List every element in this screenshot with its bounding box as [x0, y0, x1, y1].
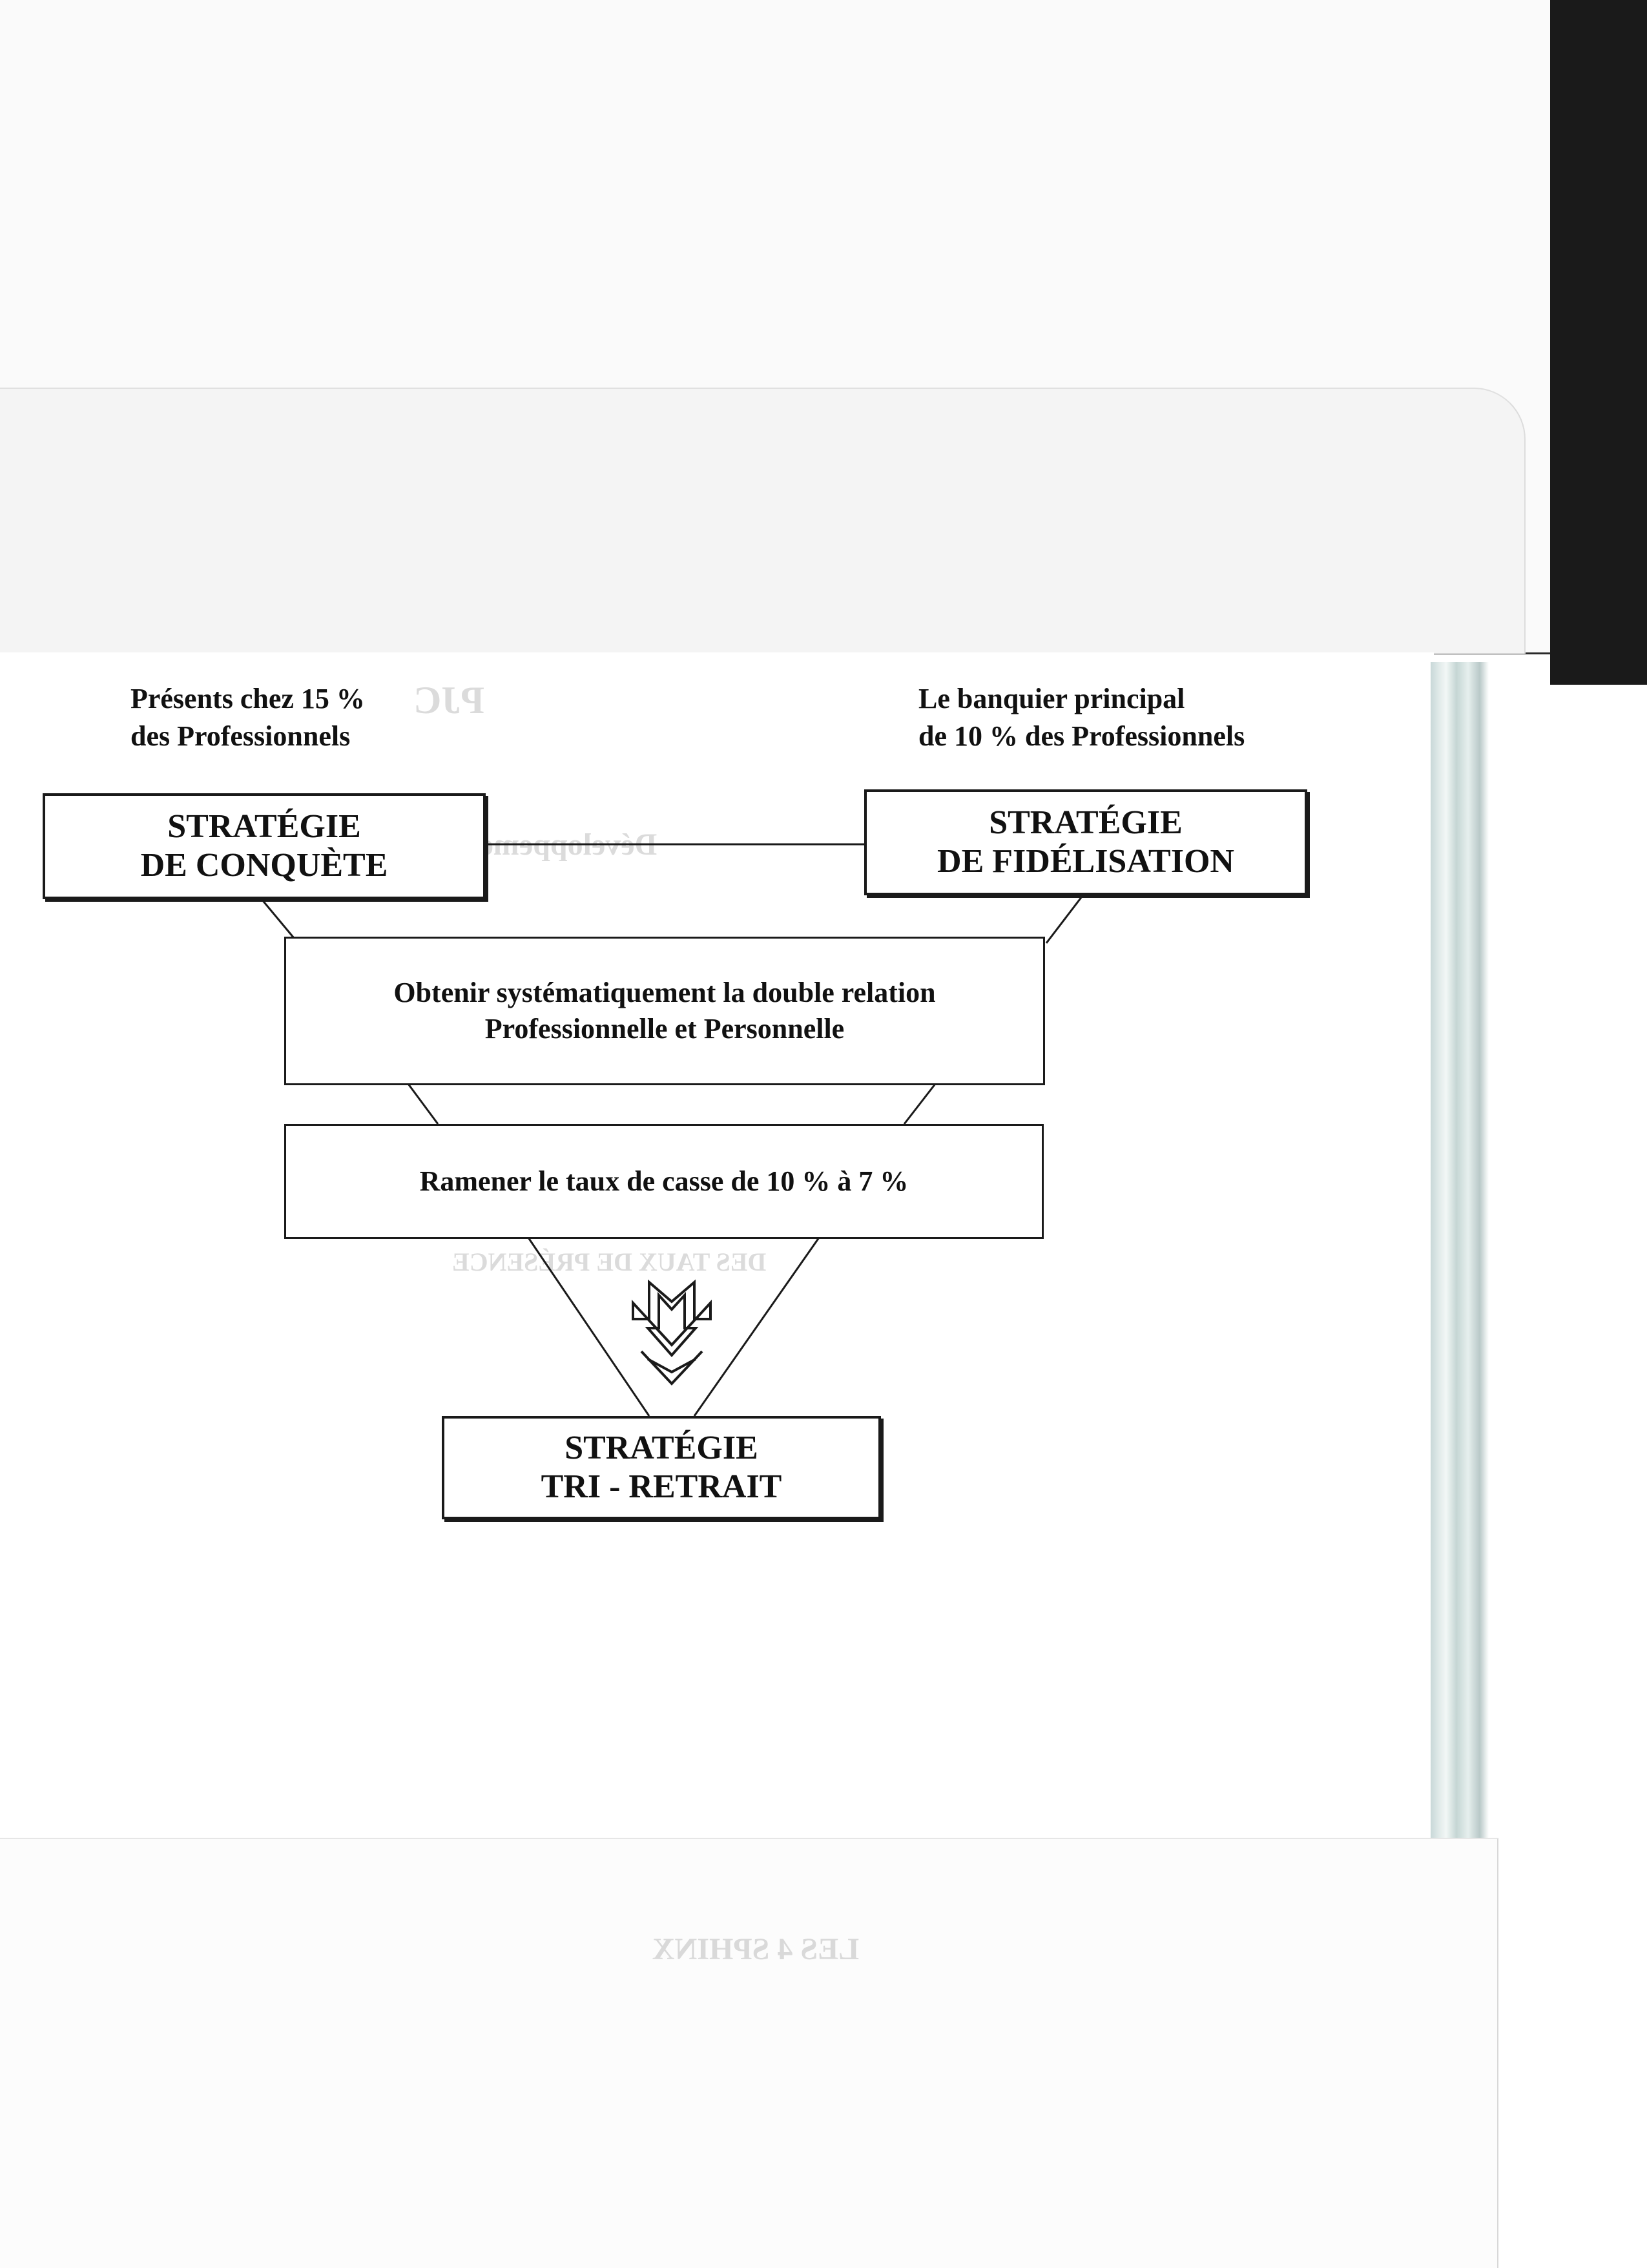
- funnel-left-slope: [527, 1237, 650, 1417]
- paper-sheet-bottom: [0, 1838, 1498, 2268]
- strategy-tri-retrait-box: STRATÉGIE TRI - RETRAIT: [442, 1416, 881, 1519]
- double-relation-box: Obtenir systématiquement la double relat…: [284, 937, 1045, 1085]
- page-stack-edge: [1431, 662, 1489, 1838]
- strategy-title: STRATÉGIE: [989, 804, 1183, 841]
- funnel-right-slope: [903, 1083, 937, 1125]
- fidelisation-note-line: de 10 % des Professionnels: [918, 720, 1245, 752]
- strategy-fidelisation-box: STRATÉGIE DE FIDÉLISATION: [864, 789, 1307, 895]
- fidelisation-note-line: Le banquier principal: [918, 683, 1185, 714]
- funnel-left-slope: [260, 899, 295, 939]
- envelope-flap: [0, 388, 1526, 654]
- strategy-title: TRI - RETRAIT: [541, 1468, 782, 1505]
- funnel-right-slope: [1045, 896, 1083, 944]
- strategy-conquete-box: STRATÉGIE DE CONQUÈTE: [43, 793, 486, 899]
- double-relation-text: Obtenir systématiquement la double relat…: [393, 977, 936, 1008]
- conquete-note-line: Présents chez 15 %: [130, 683, 365, 714]
- fidelisation-note: Le banquier principal de 10 % des Profes…: [918, 680, 1245, 755]
- funnel-right-slope: [693, 1237, 820, 1417]
- conquete-note-line: des Professionnels: [130, 720, 351, 752]
- strategy-title: STRATÉGIE: [167, 808, 361, 845]
- down-arrow-icon: [632, 1279, 712, 1386]
- strategy-title: STRATÉGIE: [565, 1430, 758, 1466]
- strategy-title: DE FIDÉLISATION: [937, 843, 1234, 880]
- conquete-note: Présents chez 15 % des Professionnels: [130, 680, 365, 755]
- taux-casse-text: Ramener le taux de casse de 10 % à 7 %: [419, 1165, 909, 1197]
- double-relation-text: Professionnelle et Personnelle: [484, 1013, 845, 1045]
- scanner-dark-edge: [1550, 0, 1647, 685]
- funnel-left-slope: [407, 1083, 439, 1125]
- taux-casse-box: Ramener le taux de casse de 10 % à 7 %: [284, 1124, 1044, 1239]
- strategy-title: DE CONQUÈTE: [140, 847, 388, 884]
